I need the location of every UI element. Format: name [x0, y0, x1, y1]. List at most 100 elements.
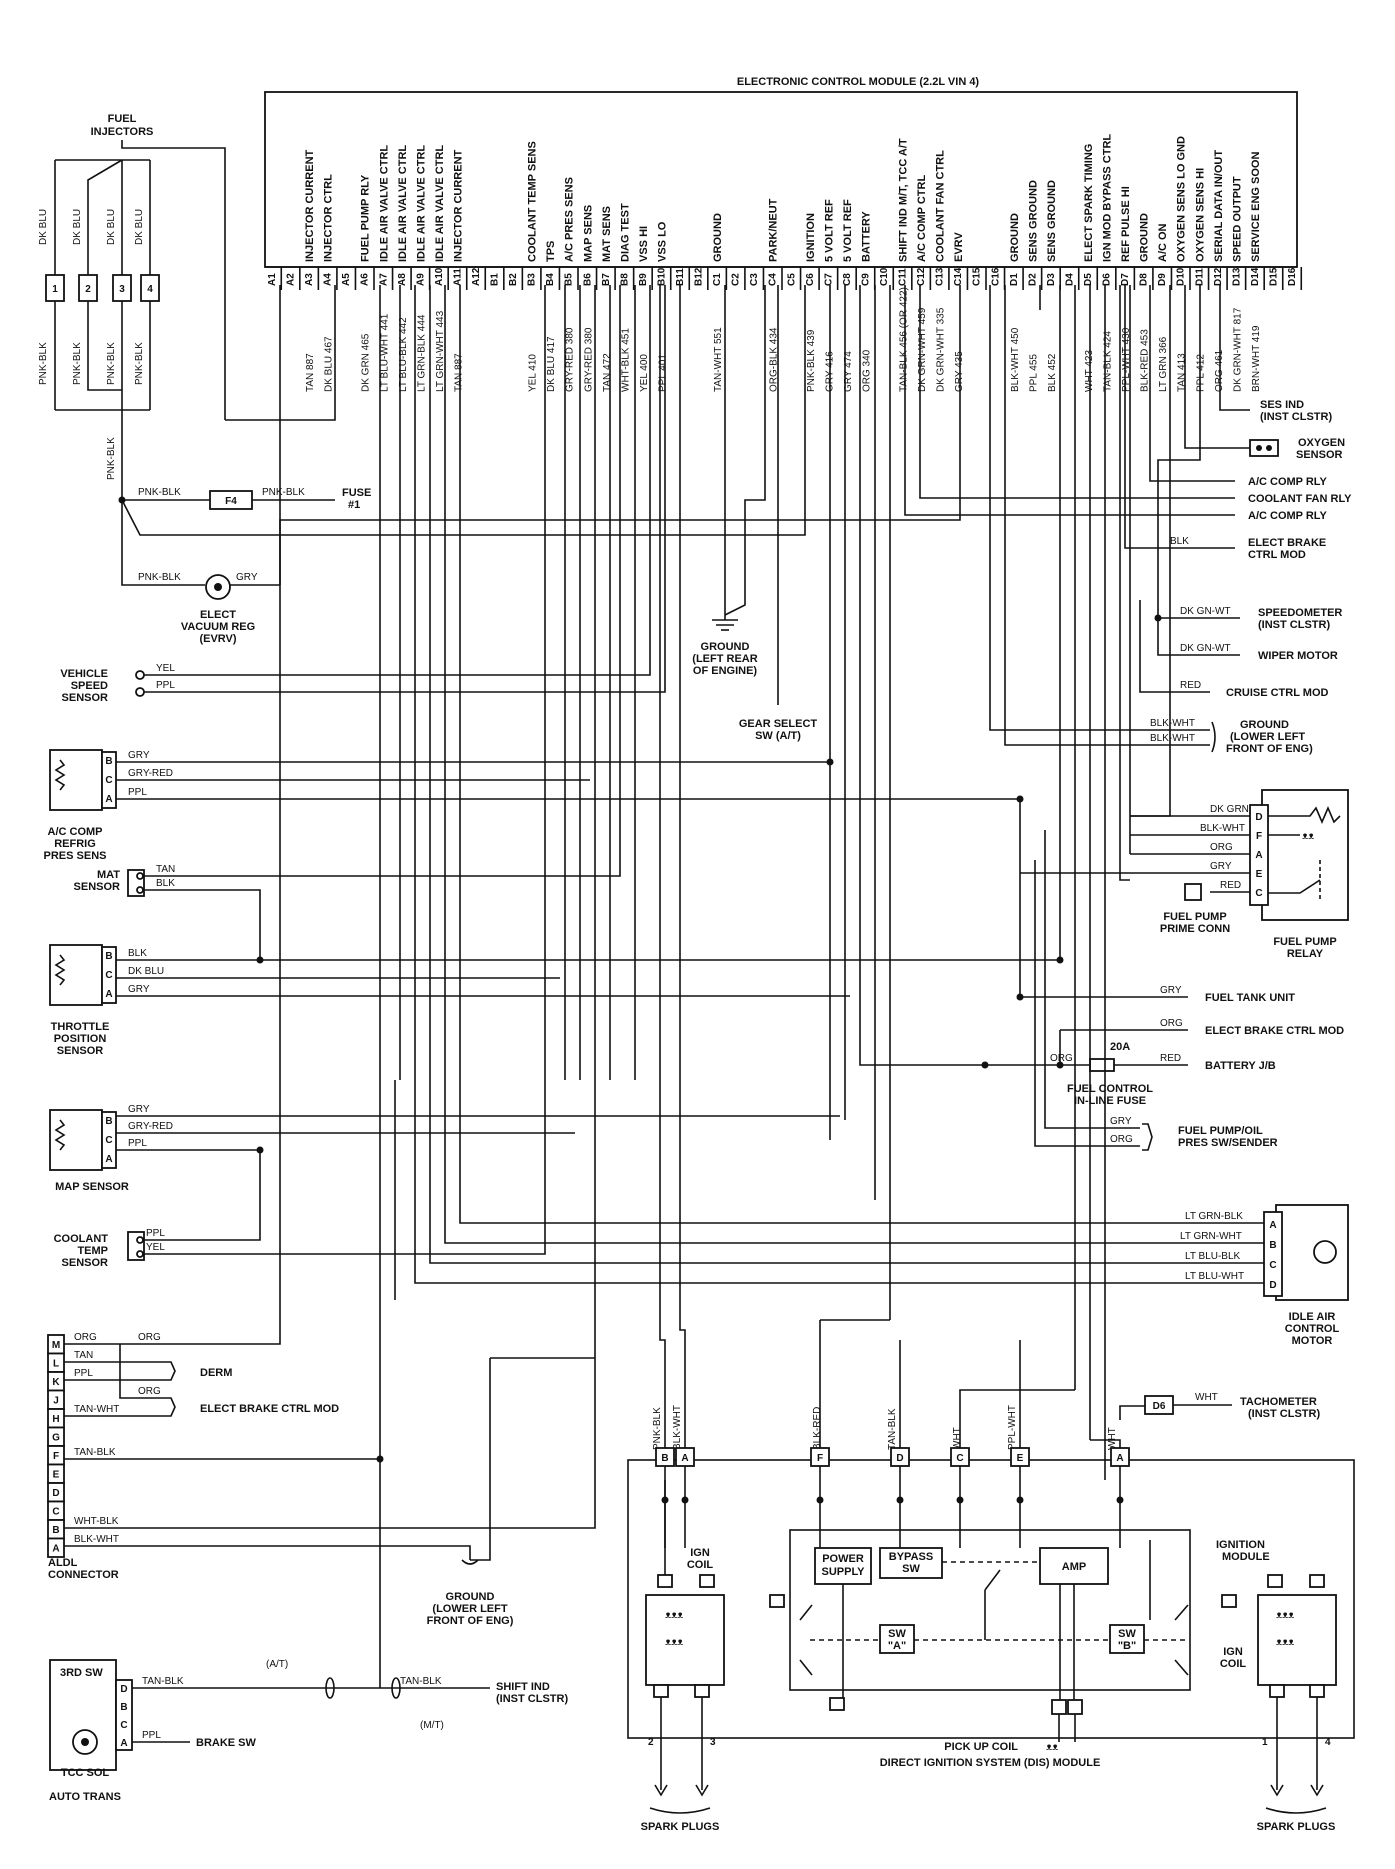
- ecm-wire-d3: BLK 452: [1047, 353, 1058, 392]
- coolant-yel-label: YEL: [146, 1242, 165, 1253]
- bypass-sw-label: BYPASS: [889, 1551, 933, 1563]
- ecm-wire-c11: TAN-BLK 456 (OR 422): [899, 287, 910, 392]
- aldl-whtblk-label: WHT-BLK: [74, 1516, 119, 1527]
- ecm-pin-d9: D9: [1157, 273, 1168, 286]
- ecm-wire-c1: TAN-WHT 551: [713, 327, 724, 392]
- tps-pin-a: A: [105, 989, 112, 1000]
- ecm-pin-b3: B3: [527, 273, 538, 286]
- ign-module-label: IGNITION: [1216, 1539, 1265, 1551]
- ecm-pin-d8: D8: [1139, 273, 1150, 286]
- ecm-pin-a8: A8: [397, 273, 408, 286]
- vss-label-2: SPEED: [71, 680, 108, 692]
- tach-wht-label: WHT: [1195, 1392, 1218, 1403]
- derm-label: DERM: [200, 1367, 232, 1379]
- aldl-label-2: CONNECTOR: [48, 1569, 119, 1581]
- ac-pin-b: B: [105, 756, 112, 767]
- coolant-ppl-label: PPL: [146, 1228, 165, 1239]
- ecm-func-b6: MAP SENS: [582, 205, 594, 262]
- ecm-pin-d7: D7: [1120, 273, 1131, 286]
- aldl-pin-h: H: [52, 1414, 59, 1425]
- pick-up-coil-winding: ᴥᴥ: [1046, 1742, 1058, 1753]
- aldl-blkwht-label: BLK-WHT: [74, 1534, 119, 1545]
- bypass-sw-label-2: SW: [902, 1563, 920, 1575]
- ecm-wire-d1: BLK-WHT 450: [1010, 327, 1021, 392]
- ecm-func-c7: 5 VOLT REF: [823, 199, 835, 262]
- ecm-func-a11: INJECTOR CURRENT: [452, 149, 464, 262]
- map-ppl-label: PPL: [128, 1138, 147, 1149]
- ecm-wire-a4: DK BLU 467: [324, 336, 335, 392]
- ecm-func-c11: SHIFT IND M/T, TCC A/T: [898, 138, 910, 262]
- ses-ind-label-2: (INST CLSTR): [1260, 411, 1332, 423]
- amp-box: [1039, 1547, 1109, 1585]
- ecm-wire-c4: ORG-BLK 434: [769, 327, 780, 392]
- trans-tanblk-label: TAN-BLK: [142, 1676, 184, 1687]
- ac-gry-label: GRY: [128, 750, 150, 761]
- cruise-ctrl-label: CRUISE CTRL MOD: [1226, 687, 1329, 699]
- ac-pin-a: A: [105, 794, 112, 805]
- injector-num-1: 1: [52, 284, 58, 295]
- spark-plugs-left-label: SPARK PLUGS: [641, 1821, 720, 1833]
- ground-lower-label-3: FRONT OF ENG): [427, 1615, 514, 1627]
- fuel-control-fuse-label-2: IN-LINE FUSE: [1074, 1095, 1146, 1107]
- ecm-pin-a3: A3: [304, 273, 315, 286]
- ecm-func-c12: A/C COMP CTRL: [916, 175, 928, 262]
- ign-coil-right-winding-2: ᴥᴥᴥ: [1276, 1637, 1294, 1648]
- ecm-pin-b10: B10: [656, 267, 667, 286]
- map-pin-b: B: [105, 1116, 112, 1127]
- ecm-pin-a2: A2: [286, 273, 297, 286]
- oxygen-sensor-icon: [1249, 439, 1279, 457]
- ecm-pin-b7: B7: [601, 273, 612, 286]
- ecm-func-d7: REF PULSE HI: [1120, 186, 1132, 262]
- fuel-injectors-label-2: INJECTORS: [91, 126, 154, 138]
- dis-module-box: [627, 1459, 1355, 1739]
- ground-right-label-2: (LOWER LEFT: [1230, 731, 1305, 743]
- ecm-pin-c11: C11: [898, 268, 909, 286]
- amp-label: AMP: [1062, 1561, 1086, 1573]
- ground-lower-label: GROUND: [446, 1591, 495, 1603]
- aldl-pin-g: G: [52, 1433, 60, 1444]
- fp-oil-label-2: PRES SW/SENDER: [1178, 1137, 1278, 1149]
- coolant-sensor-label-2: TEMP: [77, 1245, 108, 1257]
- map-gry-label: GRY: [128, 1104, 150, 1115]
- at-label: (A/T): [266, 1659, 288, 1670]
- trans-pin-d: D: [120, 1684, 127, 1695]
- ecm-pin-d13: D13: [1231, 267, 1242, 286]
- ac-sensor-label: A/C COMP: [48, 826, 103, 838]
- ecm-wire-d13: DK GRN-WHT 817: [1232, 307, 1243, 392]
- ign-coil-left-winding-2: ᴥᴥᴥ: [665, 1637, 683, 1648]
- relay-pin-a: A: [1255, 850, 1262, 861]
- injector-num-2: 2: [85, 284, 91, 295]
- inj-wire-dkblu-1: DK BLU: [38, 209, 49, 245]
- auto-trans-label: AUTO TRANS: [49, 1791, 121, 1803]
- relay-org-label: ORG: [1210, 842, 1233, 853]
- ecm-pin-b9: B9: [638, 273, 649, 286]
- ecm-pin-d1: D1: [1009, 273, 1020, 286]
- inj-wire-pnkblk-1: PNK-BLK: [38, 342, 49, 385]
- injector-num-3: 3: [119, 284, 125, 295]
- ecm-pin-a7: A7: [378, 273, 389, 286]
- mt-label: (M/T): [420, 1720, 444, 1731]
- ign-coil-left-label: IGN: [690, 1547, 710, 1559]
- ecm-pin-b12: B12: [694, 267, 705, 286]
- ecm-wire-a9: LT GRN-BLK 444: [416, 314, 427, 392]
- mat-blk-label: BLK: [156, 878, 175, 889]
- mat-tan-label: TAN: [156, 864, 175, 875]
- ecm-wire-b10: PPL 401: [657, 354, 668, 392]
- ground-engine-label-3: OF ENGINE): [693, 665, 758, 677]
- ecm-func-d11: OXYGEN SENS HI: [1194, 168, 1206, 262]
- ecm-func-c14: EVRV: [953, 232, 965, 262]
- iac-label-2: CONTROL: [1285, 1323, 1340, 1335]
- dis-wht-label: WHT: [952, 1427, 963, 1450]
- ecm-wire-a8: LT BLU-BLK 442: [398, 317, 409, 392]
- fp-prime-label-2: PRIME CONN: [1160, 923, 1230, 935]
- injector-num-4: 4: [147, 284, 153, 295]
- vss-pin-b: [135, 687, 145, 697]
- coolant-sensor-label-3: SENSOR: [62, 1257, 109, 1269]
- ecm-func-d5: ELECT SPARK TIMING: [1083, 144, 1095, 262]
- spark-num-3: 3: [710, 1737, 716, 1748]
- aldl-pin-f: F: [53, 1451, 59, 1462]
- ecm-pin-b11: B11: [675, 268, 686, 286]
- coolant-fan-rly-label: COOLANT FAN RLY: [1248, 493, 1352, 505]
- fp-relay-label-2: RELAY: [1287, 948, 1324, 960]
- aldl-tanwht-label: TAN-WHT: [74, 1404, 119, 1415]
